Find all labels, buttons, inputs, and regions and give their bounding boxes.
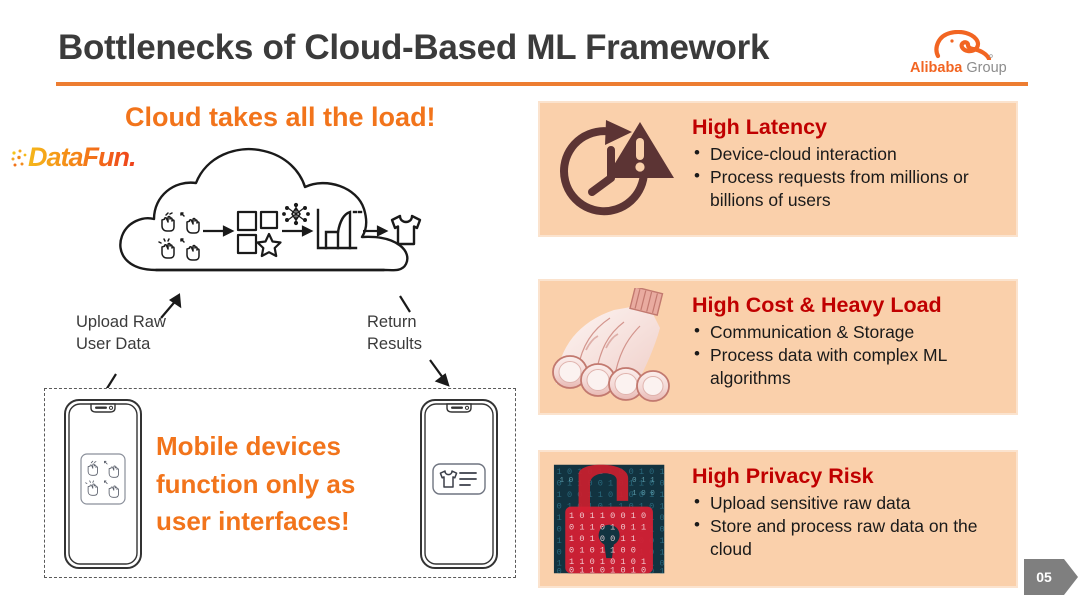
card-title: High Latency <box>692 115 827 139</box>
card-bullet: Upload sensitive raw data <box>692 491 1008 515</box>
upload-label-line1: Upload Raw <box>76 313 166 331</box>
devices-panel <box>44 388 516 578</box>
product-card-tshirt-icon <box>432 463 486 495</box>
data-blocks-star-icon <box>236 210 282 258</box>
title-row: Bottlenecks of Cloud-Based ML Framework … <box>0 14 1080 86</box>
card-body: High Latency Device-cloud interaction Pr… <box>692 114 1008 212</box>
svg-text:1 0: 1 0 <box>560 477 574 485</box>
cloud-headline: Cloud takes all the load! <box>125 102 436 132</box>
svg-text:1 1 0 1 0 1 0 1: 1 1 0 1 0 1 0 1 <box>569 557 646 567</box>
card-bullets: Device-cloud interaction Process request… <box>692 142 1008 212</box>
card-bullet: Communication & Storage <box>692 320 1008 344</box>
pipes-bundle-icon <box>552 288 670 402</box>
title-underline <box>56 82 1028 86</box>
binary-padlock-icon: 1 0 1 0 1 1 0 0 1 0 1 0 1 1 0 0 1 0 1 1 … <box>553 464 665 575</box>
svg-text:1 0 0: 1 0 0 <box>632 490 655 498</box>
svg-text:0 1 0 1 0 1 1 0 1 0 1: 0 1 0 1 0 1 1 0 1 0 1 <box>557 502 665 512</box>
card-bullet: Process requests from millions or billio… <box>692 165 1008 212</box>
phone-icon <box>420 399 498 569</box>
card-high-privacy-risk: 1 0 1 0 1 1 0 0 1 0 1 0 1 1 0 0 1 0 1 1 … <box>538 450 1018 588</box>
cloud-diagram <box>110 130 440 285</box>
alibaba-suffix: Group <box>962 60 1007 76</box>
card-high-latency: High Latency Device-cloud interaction Pr… <box>538 101 1018 237</box>
page-badge-shape <box>1024 559 1078 595</box>
card-bullets: Communication & Storage Process data wit… <box>692 320 1008 390</box>
return-label-line1: Return <box>367 313 417 331</box>
clock-warning-icon <box>560 120 674 216</box>
tshirt-icon <box>390 214 422 246</box>
dots-icon <box>11 149 27 167</box>
return-label-line2: Results <box>367 334 423 353</box>
svg-text:1 0 1 1 0 0 1 0: 1 0 1 1 0 0 1 0 <box>569 511 646 521</box>
card-body: High Privacy Risk Upload sensitive raw d… <box>692 463 1008 561</box>
card-body: High Cost & Heavy Load Communication & S… <box>692 292 1008 390</box>
card-title: High Cost & Heavy Load <box>692 293 942 317</box>
datafun-text: DataFun. <box>28 142 137 172</box>
svg-text:0 1 0 1 1 0 0: 0 1 0 1 1 0 0 <box>569 545 636 555</box>
arrow-down-right-icon <box>399 295 411 313</box>
neural-network-icon <box>282 202 310 226</box>
alibaba-brand: Alibaba <box>910 60 963 76</box>
arrow-right-icon <box>203 225 235 237</box>
tap-gestures-icon <box>80 453 126 505</box>
upload-label-line2: User Data <box>76 334 151 353</box>
datafun-watermark: DataFun. <box>6 142 156 178</box>
alibaba-wordmark: Alibaba Group <box>910 60 1030 76</box>
svg-text:0 1 1 0 1 0 1 1: 0 1 1 0 1 0 1 1 <box>569 522 646 532</box>
svg-text:1 0 1 0 0 1 1: 1 0 1 0 0 1 1 <box>569 534 636 544</box>
arrow-right-icon <box>282 225 314 237</box>
card-title: High Privacy Risk <box>692 464 874 488</box>
alibaba-mark-icon <box>934 30 993 60</box>
card-bullet: Store and process raw data on the cloud <box>692 514 1008 561</box>
alibaba-logo: Alibaba Group <box>910 30 1030 82</box>
phone-icon <box>64 399 142 569</box>
return-label: Return Results <box>367 312 422 356</box>
bar-chart-icon <box>316 208 363 250</box>
page-number: 05 <box>1036 569 1052 585</box>
svg-text:0 1 1: 0 1 1 <box>632 477 655 485</box>
devices-caption: Mobile devices function only as user int… <box>156 431 356 537</box>
svg-text:1 0 0 1 1 0 1 0 0 1 1: 1 0 0 1 1 0 1 0 0 1 1 <box>557 490 665 500</box>
card-bullet: Process data with complex ML algorithms <box>692 343 1008 390</box>
card-bullets: Upload sensitive raw data Store and proc… <box>692 491 1008 561</box>
flow-arrows <box>105 293 450 391</box>
card-bullet: Device-cloud interaction <box>692 142 1008 166</box>
page-title: Bottlenecks of Cloud-Based ML Framework <box>58 28 770 67</box>
tap-gestures-icon <box>158 212 200 261</box>
arrow-right-icon <box>363 225 389 237</box>
svg-text:0 1 1 0 1 0 1 0: 0 1 1 0 1 0 1 0 <box>569 565 646 575</box>
card-high-cost-heavy-load: High Cost & Heavy Load Communication & S… <box>538 279 1018 415</box>
upload-label: Upload Raw User Data <box>76 312 166 356</box>
svg-text:0 1 1 0 0 1 0 1 1 0 0: 0 1 1 0 0 1 0 1 1 0 0 <box>557 479 665 489</box>
page-badge: 05 <box>1024 559 1080 595</box>
